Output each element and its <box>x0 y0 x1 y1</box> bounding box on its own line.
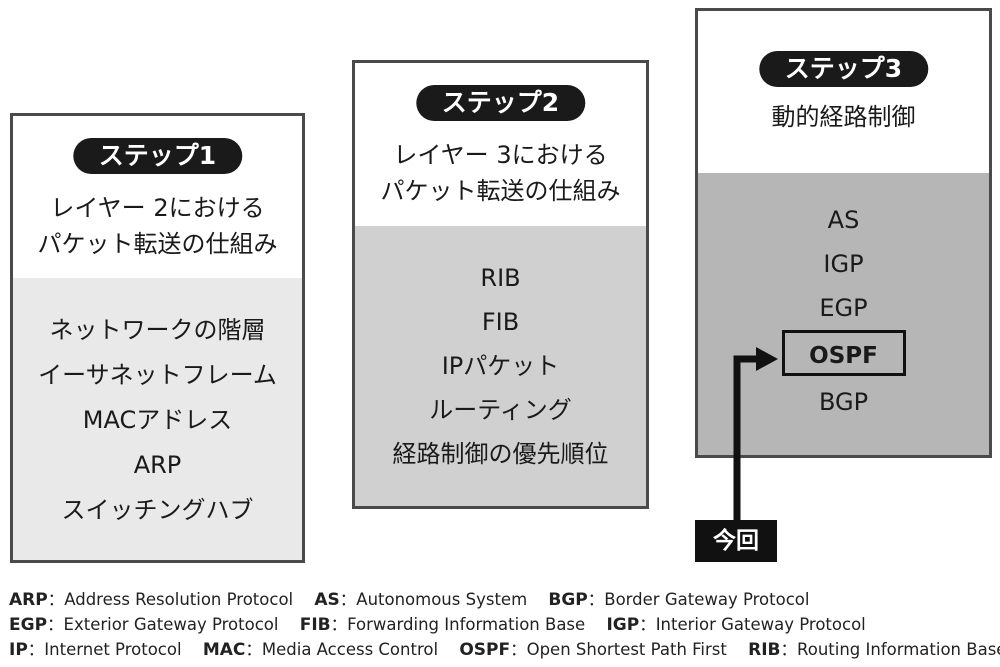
topic-item: ルーティング <box>429 396 572 424</box>
arrow-head-icon <box>756 347 778 371</box>
step1-header: ステップ1 レイヤー 2における パケット転送の仕組み <box>13 116 302 281</box>
topic-item: 経路制御の優先順位 <box>392 440 609 468</box>
step3-title: 動的経路制御 <box>698 99 989 135</box>
step3-header: ステップ3 動的経路制御 <box>698 11 989 176</box>
legend-separator: ： <box>780 640 798 659</box>
topic-item: IPパケット <box>441 352 560 380</box>
legend-full: Routing Information Base <box>797 640 1000 659</box>
step3-card: ステップ3 動的経路制御 AS IGP EGP OSPF BGP <box>695 8 992 458</box>
step2-card: ステップ2 レイヤー 3における パケット転送の仕組み RIB FIB IPパケ… <box>352 60 649 509</box>
step2-topics: RIB FIB IPパケット ルーティング 経路制御の優先順位 <box>355 226 646 506</box>
step3-badge: ステップ3 <box>758 51 929 87</box>
step1-title-line: パケット転送の仕組み <box>37 230 278 258</box>
legend-full: Internet Protocol <box>44 640 182 659</box>
legend-full: Border Gateway Protocol <box>604 590 810 609</box>
legend-full: Open Shortest Path First <box>526 640 727 659</box>
topic-item: ARP <box>133 451 182 479</box>
topic-item: MACアドレス <box>82 406 233 434</box>
legend-abbr: EGP <box>9 615 48 635</box>
legend-row: EGP：Exterior Gateway Protocol FIB：Forwar… <box>9 612 1000 637</box>
legend-full: Autonomous System <box>356 590 528 609</box>
legend-entry: IP：Internet Protocol <box>9 640 182 660</box>
topic-item: IGP <box>823 250 864 278</box>
legend-abbr: BGP <box>548 590 588 610</box>
highlighted-topic-ospf: OSPF <box>781 330 906 376</box>
legend-full: Media Access Control <box>261 640 439 659</box>
legend-full: Interior Gateway Protocol <box>655 615 866 634</box>
legend-entry: RIB：Routing Information Base <box>748 640 1000 660</box>
legend-row: IP：Internet Protocol MAC：Media Access Co… <box>9 637 1000 662</box>
step1-title: レイヤー 2における パケット転送の仕組み <box>13 190 302 262</box>
legend-entry: MAC：Media Access Control <box>202 640 439 660</box>
step2-title-line: パケット転送の仕組み <box>380 177 621 205</box>
step2-header: ステップ2 レイヤー 3における パケット転送の仕組み <box>355 63 646 229</box>
step1-card: ステップ1 レイヤー 2における パケット転送の仕組み ネットワークの階層 イー… <box>10 113 305 563</box>
legend-full: Forwarding Information Base <box>347 615 586 634</box>
legend-abbr: IP <box>9 640 28 660</box>
legend-separator: ： <box>587 590 605 609</box>
topic-item: FIB <box>481 308 520 336</box>
legend-abbr: ARP <box>9 590 48 610</box>
legend-abbr: OSPF <box>459 640 511 660</box>
legend-entry: OSPF：Open Shortest Path First <box>459 640 727 660</box>
legend-entry: IGP：Interior Gateway Protocol <box>606 615 866 635</box>
step1-topics: ネットワークの階層 イーサネットフレーム MACアドレス ARP スイッチングハ… <box>13 278 302 560</box>
step1-title-line: レイヤー 2における <box>50 194 265 222</box>
topic-item: RIB <box>480 264 521 292</box>
legend-separator: ： <box>27 640 45 659</box>
step1-badge: ステップ1 <box>72 138 243 174</box>
legend-separator: ： <box>339 590 357 609</box>
legend-separator: ： <box>47 590 65 609</box>
legend-full: Exterior Gateway Protocol <box>63 615 279 634</box>
legend-separator: ： <box>510 640 527 659</box>
legend-abbr: IGP <box>606 615 640 635</box>
legend-full: Address Resolution Protocol <box>64 590 294 609</box>
legend-separator: ： <box>47 615 64 634</box>
topic-item: BGP <box>818 388 869 416</box>
legend-entry: BGP：Border Gateway Protocol <box>548 590 810 610</box>
step3-topics: AS IGP EGP OSPF BGP <box>698 173 989 455</box>
legend-entry: EGP：Exterior Gateway Protocol <box>9 615 279 635</box>
legend-entry: FIB：Forwarding Information Base <box>299 615 586 635</box>
topic-item: EGP <box>819 294 868 322</box>
step2-title: レイヤー 3における パケット転送の仕組み <box>355 137 646 209</box>
topic-item: イーサネットフレーム <box>38 361 277 389</box>
step3-title-line: 動的経路制御 <box>771 103 916 131</box>
current-marker-label: 今回 <box>695 520 777 562</box>
legend-entry: ARP：Address Resolution Protocol <box>9 590 294 610</box>
topic-item: スイッチングハブ <box>61 496 254 524</box>
legend-separator: ： <box>639 615 656 634</box>
legend-separator: ： <box>245 640 262 659</box>
legend-abbr: MAC <box>202 640 246 660</box>
legend-abbr: FIB <box>299 615 331 635</box>
step2-title-line: レイヤー 3における <box>393 141 608 169</box>
legend-separator: ： <box>330 615 348 634</box>
legend-row: ARP：Address Resolution Protocol AS：Auton… <box>9 587 1000 612</box>
legend-abbr: RIB <box>748 640 781 660</box>
topic-item: ネットワークの階層 <box>49 316 266 344</box>
legend-abbr: AS <box>314 590 340 610</box>
abbreviation-legend: ARP：Address Resolution Protocol AS：Auton… <box>9 587 1000 662</box>
legend-entry: AS：Autonomous System <box>314 590 528 610</box>
step2-badge: ステップ2 <box>415 85 586 121</box>
topic-item: AS <box>827 206 860 234</box>
arrow-line <box>733 355 758 522</box>
